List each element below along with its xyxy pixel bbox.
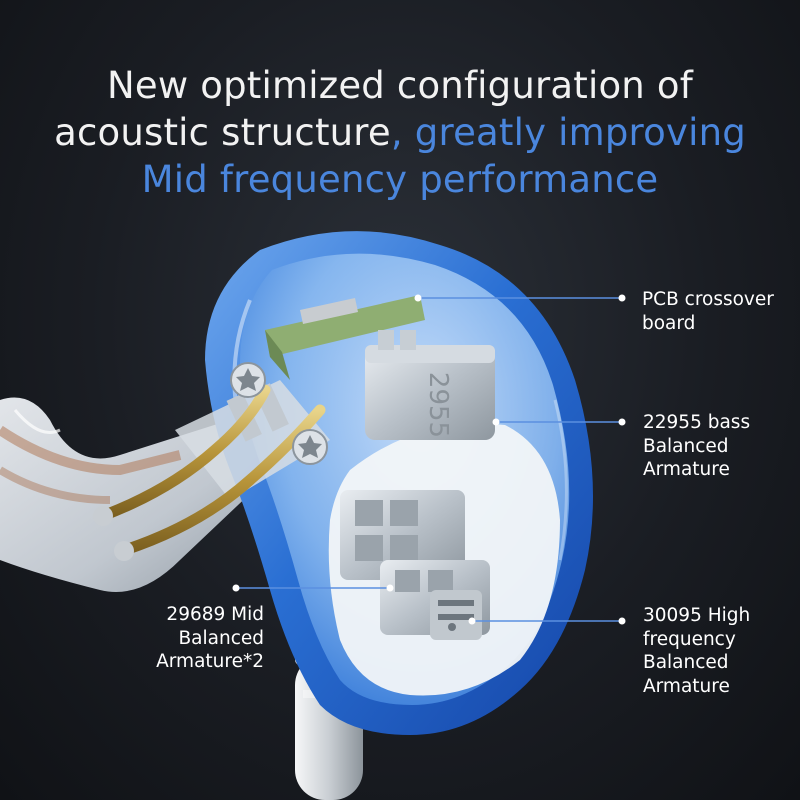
headline-line-2: acoustic structure, greatly improving	[0, 109, 800, 156]
driver-print-text: 2955	[423, 372, 453, 438]
callout-pcb-line-2: board	[642, 312, 696, 334]
headline-line-2-blue: , greatly improving	[390, 111, 746, 154]
headline-line-2-white: acoustic structure	[54, 111, 391, 154]
callout-high-line-4: Armature	[643, 675, 730, 697]
headline: New optimized configuration of acoustic …	[0, 62, 800, 203]
callout-lines	[232, 294, 626, 625]
pcb-crossover-board	[265, 295, 425, 380]
callout-bass-line-3: Armature	[643, 459, 730, 480]
callout-high-line-1: 30095 High	[643, 605, 751, 626]
callout-mid-line-1: 29689 Mid	[166, 604, 264, 625]
callout-high-armature: 30095 High frequency Balanced Armature	[643, 604, 750, 698]
headline-line-3: Mid frequency performance	[141, 158, 659, 201]
callout-pcb-crossover: PCB crossover board	[642, 288, 774, 335]
callout-pcb-line-1: PCB crossover	[642, 289, 774, 310]
callout-bass-armature: 22955 bass Balanced Armature	[643, 411, 750, 482]
callout-mid-armature: 29689 Mid Balanced Armature*2	[120, 603, 264, 674]
bass-balanced-armature: 2955	[365, 330, 495, 440]
headline-line-1: New optimized configuration of	[107, 64, 693, 107]
callout-mid-line-2: Balanced	[178, 627, 264, 649]
callout-bass-line-1: 22955 bass	[643, 412, 751, 433]
callout-bass-line-2: Balanced	[643, 435, 729, 457]
callout-high-line-3: Balanced	[643, 652, 729, 673]
mmcx-socket	[93, 380, 330, 561]
torx-screw-icon	[230, 362, 266, 398]
torx-screw-icon	[292, 429, 328, 465]
callout-high-line-2: frequency	[643, 628, 736, 650]
high-frequency-balanced-armature	[430, 590, 482, 640]
callout-mid-line-3: Armature*2	[156, 651, 264, 672]
